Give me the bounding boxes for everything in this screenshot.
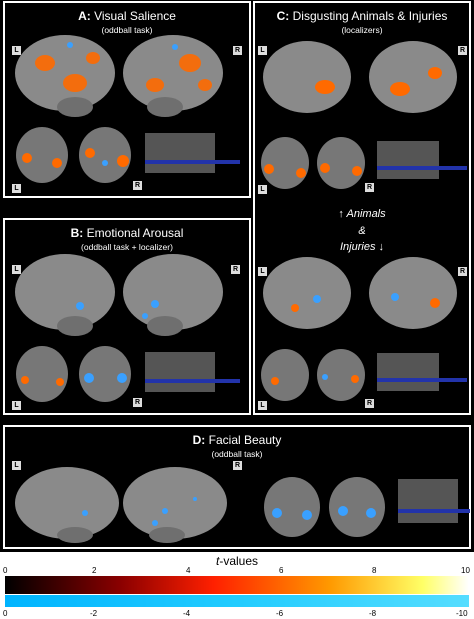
panel-c-disgusting-animals-injuries: C: Disgusting Animals & Injuries (locali… [253, 1, 471, 415]
panel-d-subtitle: (oddball task) [211, 449, 263, 459]
label-right-lower: R [458, 267, 467, 276]
panel-a-brain-render [15, 35, 240, 183]
pos-tick-8: 8 [372, 566, 377, 575]
pos-tick-4: 4 [186, 566, 191, 575]
label-left: L [258, 46, 267, 55]
label-left: L [12, 46, 21, 55]
label-right-axial: R [133, 398, 142, 407]
panel-a-visual-salience: A: Visual Salience (oddball task) L R L … [3, 1, 251, 198]
middle-legend-line1: ↑ Animals [338, 208, 386, 220]
panel-c-letter: C: [276, 9, 290, 23]
colorbar-title: t-values [215, 554, 259, 568]
panel-c-brain-render [261, 41, 467, 401]
neg-tick-8: -8 [369, 609, 377, 618]
panel-a-title: Visual Salience [94, 9, 176, 23]
neg-tick-4: -4 [183, 609, 191, 618]
panel-a-subtitle: (oddball task) [101, 25, 153, 35]
panel-d-letter: D: [192, 433, 206, 447]
label-left: L [12, 265, 21, 274]
panel-d-facial-beauty: D: Facial Beauty (oddball task) L R [3, 425, 471, 549]
label-right: R [233, 461, 242, 470]
neg-tick-6: -6 [276, 609, 284, 618]
neg-tick-10: -10 [456, 609, 468, 618]
panel-a-letter: A: [78, 9, 91, 23]
pos-tick-6: 6 [279, 566, 284, 575]
label-left: L [12, 461, 21, 470]
panel-d-brain-render [15, 467, 470, 543]
middle-legend-line3: Injuries ↓ [339, 241, 385, 253]
panel-b-subtitle: (oddball task + localizer) [81, 242, 173, 252]
panel-b-emotional-arousal: B: Emotional Arousal (oddball task + loc… [3, 218, 251, 415]
panel-b-letter: B: [70, 226, 84, 240]
label-right-axial: R [365, 183, 374, 192]
middle-legend-line2: & [358, 225, 366, 237]
label-right: R [458, 46, 467, 55]
panel-c-title: Disgusting Animals & Injuries [292, 9, 448, 23]
neg-tick-2: -2 [90, 609, 98, 618]
pos-tick-10: 10 [461, 566, 470, 575]
label-right-axial-lower: R [365, 399, 374, 408]
label-left-axial-lower: L [258, 401, 267, 410]
panel-b-title: Emotional Arousal [86, 226, 184, 240]
label-left-lower: L [258, 267, 267, 276]
panel-b-brain-render [15, 254, 240, 402]
label-right: R [231, 265, 240, 274]
pos-tick-0: 0 [3, 566, 8, 575]
panel-d-title: Facial Beauty [208, 433, 282, 447]
label-left-axial: L [258, 185, 267, 194]
pos-tick-2: 2 [92, 566, 97, 575]
panel-c-subtitle: (localizers) [341, 25, 383, 35]
label-left-axial: L [12, 401, 21, 410]
label-right: R [233, 46, 242, 55]
label-right-axial: R [133, 181, 142, 190]
label-left-axial: L [12, 184, 21, 193]
neg-tick-0: 0 [3, 609, 8, 618]
